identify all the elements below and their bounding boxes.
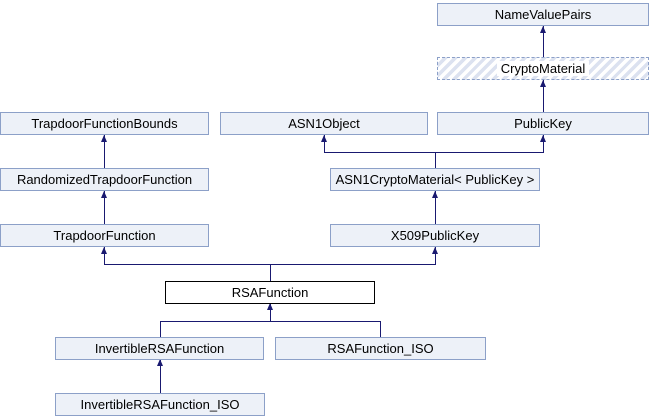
edge-rsafunctioniso-branch-stem	[380, 321, 381, 337]
edge-rsafunction-x509-arrowhead-icon	[432, 247, 438, 254]
class-node-asn1object[interactable]: ASN1Object	[220, 112, 428, 135]
edge-rsafunction-x509-line	[435, 247, 436, 265]
class-node-x509publickey[interactable]: X509PublicKey	[330, 224, 540, 247]
class-node-label: RSAFunction_ISO	[327, 341, 434, 356]
edge-asn1cryptomaterial-fork-horizontal	[324, 152, 544, 153]
class-node-label: TrapdoorFunction	[53, 228, 156, 243]
class-node-label: NameValuePairs	[494, 7, 592, 22]
class-node-label: RandomizedTrapdoorFunction	[16, 172, 193, 187]
edge-publickey-cryptomaterial-line	[543, 80, 544, 112]
edge-invertiblersa-branch-stem	[160, 321, 161, 337]
class-node-label: InvertibleRSAFunction_ISO	[80, 397, 240, 412]
edge-children-rsafunction-arrowhead-icon	[267, 303, 273, 310]
class-node-label: X509PublicKey	[390, 228, 480, 243]
edge-asn1cryptomaterial-publickey-arrowhead-icon	[540, 135, 546, 142]
edge-asn1cryptomaterial-publickey-line	[543, 135, 544, 153]
class-node-trapdoorfunction[interactable]: TrapdoorFunction	[0, 224, 209, 247]
edge-invertibleiso-invertiblersa-line	[160, 359, 161, 393]
edge-rsafunction-fork-stem	[270, 264, 271, 281]
class-node-label: InvertibleRSAFunction	[94, 341, 225, 356]
class-node-rsafunction-current: RSAFunction	[165, 281, 375, 304]
class-node-cryptomaterial: CryptoMaterial	[437, 57, 649, 80]
edge-publickey-cryptomaterial-arrowhead-icon	[540, 80, 546, 87]
edge-children-rsafunction-line	[270, 303, 271, 321]
class-node-rsafunction-iso[interactable]: RSAFunction_ISO	[275, 337, 486, 360]
edge-randomizedtrapdoor-bounds-arrowhead-icon	[101, 135, 107, 142]
edge-asn1cryptomaterial-fork-stem	[435, 152, 436, 168]
edge-rsafunction-trapdoor-line	[104, 247, 105, 265]
edge-trapdoor-randomizedtrapdoor-line	[104, 191, 105, 224]
class-node-namevaluepairs[interactable]: NameValuePairs	[437, 3, 649, 26]
class-node-asn1cryptomaterial-publickey[interactable]: ASN1CryptoMaterial< PublicKey >	[330, 168, 540, 191]
edge-children-fork-horizontal	[160, 321, 381, 322]
edge-cryptomaterial-namevaluepairs-arrowhead-icon	[540, 26, 546, 33]
edge-asn1cryptomaterial-asn1object-line	[324, 135, 325, 153]
class-node-label: CryptoMaterial	[496, 61, 590, 76]
class-node-publickey[interactable]: PublicKey	[437, 112, 649, 135]
class-node-trapdoorfunctionbounds[interactable]: TrapdoorFunctionBounds	[0, 112, 209, 135]
class-node-label: PublicKey	[514, 116, 572, 131]
class-node-label: ASN1Object	[288, 116, 360, 131]
edge-rsafunction-trapdoor-arrowhead-icon	[101, 247, 107, 254]
class-node-invertiblersafunction[interactable]: InvertibleRSAFunction	[55, 337, 264, 360]
edge-cryptomaterial-namevaluepairs-line	[543, 26, 544, 57]
class-node-label: TrapdoorFunctionBounds	[31, 116, 178, 131]
edge-trapdoor-randomizedtrapdoor-arrowhead-icon	[101, 191, 107, 198]
class-node-label: RSAFunction	[231, 285, 309, 300]
edge-x509-asn1cryptomaterial-arrowhead-icon	[432, 191, 438, 198]
class-node-label: ASN1CryptoMaterial< PublicKey >	[335, 172, 535, 187]
edge-x509-asn1cryptomaterial-line	[435, 191, 436, 224]
class-node-randomizedtrapdoorfunction[interactable]: RandomizedTrapdoorFunction	[0, 168, 209, 191]
edge-invertibleiso-invertiblersa-arrowhead-icon	[157, 359, 163, 366]
edge-asn1cryptomaterial-asn1object-arrowhead-icon	[321, 135, 327, 142]
edge-randomizedtrapdoor-bounds-line	[104, 135, 105, 168]
class-node-invertiblersafunction-iso[interactable]: InvertibleRSAFunction_ISO	[55, 393, 265, 416]
